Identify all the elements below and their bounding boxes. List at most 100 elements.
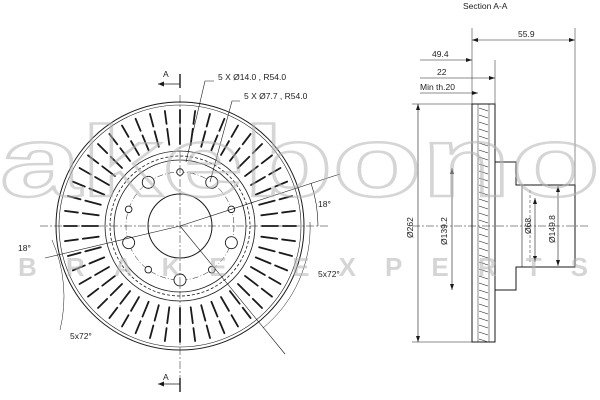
vent-slot xyxy=(94,176,110,186)
dim-thickness: 22 xyxy=(437,67,447,77)
vent-rib xyxy=(478,212,489,217)
vent-slot xyxy=(108,306,119,319)
vent-slot xyxy=(130,140,140,156)
dim-hat-diameter: Ø149.8 xyxy=(547,215,557,243)
vent-slot xyxy=(251,297,263,309)
vent-slot xyxy=(87,154,100,165)
vent-slot xyxy=(254,187,272,196)
vent-slot xyxy=(250,176,266,186)
vent-slot xyxy=(166,306,171,325)
vent-rib xyxy=(478,240,489,245)
vent-slot xyxy=(149,113,155,128)
vent-slot xyxy=(218,320,226,335)
angle-leader-right xyxy=(179,173,341,227)
vent-rib xyxy=(478,107,489,112)
wheel-stud-hole xyxy=(122,236,136,250)
vent-slot xyxy=(200,304,207,322)
section-arrowhead-top xyxy=(158,81,164,87)
vent-rib xyxy=(478,310,489,315)
vent-slot xyxy=(244,165,259,177)
vent-slot xyxy=(220,140,230,156)
vent-rib xyxy=(478,303,489,308)
vent-rib xyxy=(478,156,489,161)
vent-slot xyxy=(192,110,197,125)
vent-rib xyxy=(478,191,489,196)
vent-slot xyxy=(205,324,211,339)
vent-slot xyxy=(189,306,194,325)
vent-slot xyxy=(64,238,79,243)
vent-slot xyxy=(108,133,119,146)
vent-slot xyxy=(281,209,296,214)
vent-rib xyxy=(478,198,489,203)
vent-slot xyxy=(153,130,160,148)
vent-slot xyxy=(121,314,130,328)
vent-rib xyxy=(478,282,489,287)
vent-slot xyxy=(251,143,263,155)
callout-leader-2 xyxy=(209,100,240,183)
vent-slot xyxy=(109,155,123,169)
vent-rib xyxy=(478,289,489,294)
vent-slot xyxy=(163,327,168,342)
vent-slot xyxy=(260,212,279,217)
vent-rib xyxy=(478,184,489,189)
vent-slot xyxy=(254,256,272,265)
vent-slot xyxy=(109,283,123,297)
vent-rib xyxy=(478,135,489,140)
vent-slot xyxy=(101,165,116,177)
vent-ribs xyxy=(478,107,489,343)
section-title: Section A-A xyxy=(463,1,508,11)
vent-slot xyxy=(166,127,171,146)
vent-rib xyxy=(478,317,489,322)
vent-slot xyxy=(237,155,251,169)
vent-slot xyxy=(274,264,289,272)
vent-slot xyxy=(241,133,252,146)
vent-slot xyxy=(260,235,279,240)
pattern-arc-left xyxy=(51,239,65,331)
vent-slot xyxy=(210,134,219,152)
angle-arc-right xyxy=(310,182,319,227)
vent-slot xyxy=(250,266,266,276)
vent-slot xyxy=(141,300,150,318)
angle-label-left: 18° xyxy=(18,243,31,253)
dim-min-thickness: Min th.20 xyxy=(420,82,455,92)
section-arrowhead-bottom xyxy=(158,381,164,387)
vent-slot xyxy=(260,154,273,165)
wheel-stud-hole xyxy=(224,236,238,250)
pattern-leader-right xyxy=(179,225,286,355)
angle-label-right: 18° xyxy=(318,199,331,209)
vent-slot xyxy=(229,147,241,162)
vent-rib xyxy=(478,261,489,266)
vent-rib xyxy=(478,275,489,280)
dim-outer-diameter: Ø262 xyxy=(405,217,415,238)
vent-slot xyxy=(101,275,116,287)
vent-slot xyxy=(81,235,100,240)
watermark: akebono BRAKE EXPERTS xyxy=(0,105,600,282)
angle-leader-left xyxy=(44,225,181,259)
pattern-label-right: 5x72° xyxy=(318,269,340,279)
vent-slot xyxy=(67,251,82,257)
vent-rib xyxy=(478,177,489,182)
vent-rib xyxy=(478,170,489,175)
vent-slot xyxy=(220,296,230,312)
vent-slot xyxy=(67,195,82,201)
vent-slot xyxy=(78,276,92,285)
vent-rib xyxy=(478,114,489,119)
vent-rib xyxy=(478,338,489,343)
vent-slot xyxy=(119,147,131,162)
vent-slot xyxy=(119,290,131,305)
vent-slot xyxy=(230,314,239,328)
vent-slot xyxy=(210,300,219,318)
vent-slot xyxy=(84,246,102,253)
callout-leader-1 xyxy=(185,80,214,163)
hat-profile xyxy=(495,161,576,291)
vent-rib xyxy=(478,226,489,231)
vent-rib xyxy=(478,254,489,259)
vent-slot xyxy=(130,296,140,312)
vent-slot xyxy=(268,276,282,285)
wheel-stud-hole xyxy=(141,175,155,189)
vent-slot xyxy=(97,143,109,155)
vent-slot xyxy=(121,124,130,138)
vent-slot xyxy=(141,134,150,152)
vent-slot xyxy=(200,130,207,148)
